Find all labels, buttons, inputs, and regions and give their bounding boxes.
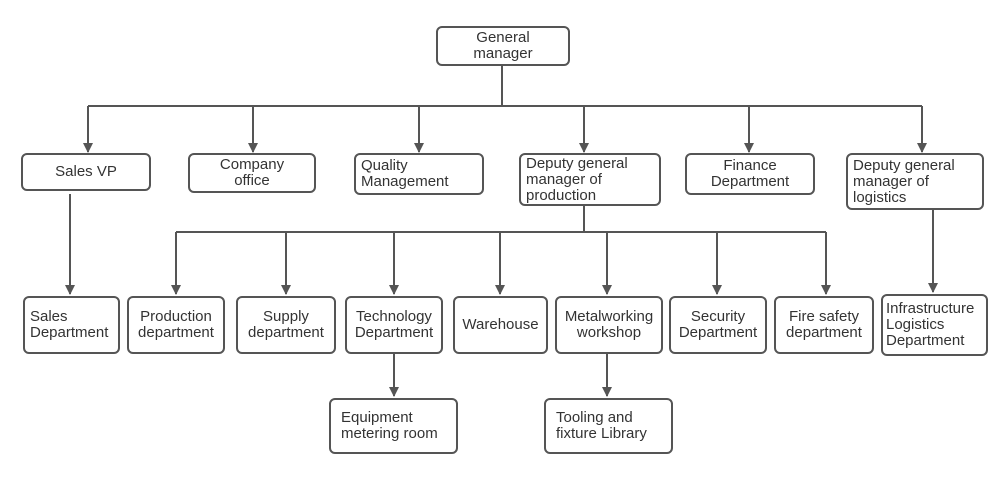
fire-safety-department-box: Fire safety department <box>774 296 874 354</box>
equipment-metering-room-label: Equipment metering room <box>341 409 438 442</box>
sales-vp-box: Sales VP <box>21 153 151 191</box>
security-department-box: Security Department <box>669 296 767 354</box>
infrastructure-logistics-department-box: Infrastructure Logistics Department <box>881 294 988 356</box>
general-manager-label: General manager <box>473 29 533 62</box>
sales-vp-label: Sales VP <box>55 163 117 180</box>
tooling-fixture-library-box: Tooling and fixture Library <box>544 398 673 454</box>
quality-management-box: Quality Management <box>354 153 484 195</box>
production-department-box: Production department <box>127 296 225 354</box>
fire-safety-department-label: Fire safety department <box>786 308 862 341</box>
deputy-gm-logistics-box: Deputy general manager of logistics <box>846 153 984 210</box>
quality-management-label: Quality Management <box>361 157 449 190</box>
finance-department-label: Finance Department <box>710 157 790 190</box>
technology-department-label: Technology Department <box>354 308 434 341</box>
technology-department-box: Technology Department <box>345 296 443 354</box>
deputy-gm-production-label: Deputy general manager of production <box>526 154 628 204</box>
deputy-gm-logistics-label: Deputy general manager of logistics <box>853 156 955 206</box>
tooling-fixture-library-label: Tooling and fixture Library <box>556 409 647 442</box>
company-office-label: Company office <box>219 156 285 189</box>
infrastructure-logistics-department-label: Infrastructure Logistics Department <box>886 300 975 349</box>
warehouse-box: Warehouse <box>453 296 548 354</box>
sales-department-box: Sales Department <box>23 296 120 354</box>
sales-department-label: Sales Department <box>30 308 109 341</box>
metalworking-workshop-box: Metalworking workshop <box>555 296 663 354</box>
general-manager-box: General manager <box>436 26 570 66</box>
security-department-label: Security Department <box>678 308 758 341</box>
finance-department-box: Finance Department <box>685 153 815 195</box>
equipment-metering-room-box: Equipment metering room <box>329 398 458 454</box>
supply-department-box: Supply department <box>236 296 336 354</box>
supply-department-label: Supply department <box>248 308 324 341</box>
production-department-label: Production department <box>138 308 214 341</box>
warehouse-label: Warehouse <box>462 316 539 333</box>
company-office-box: Company office <box>188 153 316 193</box>
metalworking-workshop-label: Metalworking workshop <box>564 308 654 341</box>
deputy-gm-production-box: Deputy general manager of production <box>519 153 661 206</box>
